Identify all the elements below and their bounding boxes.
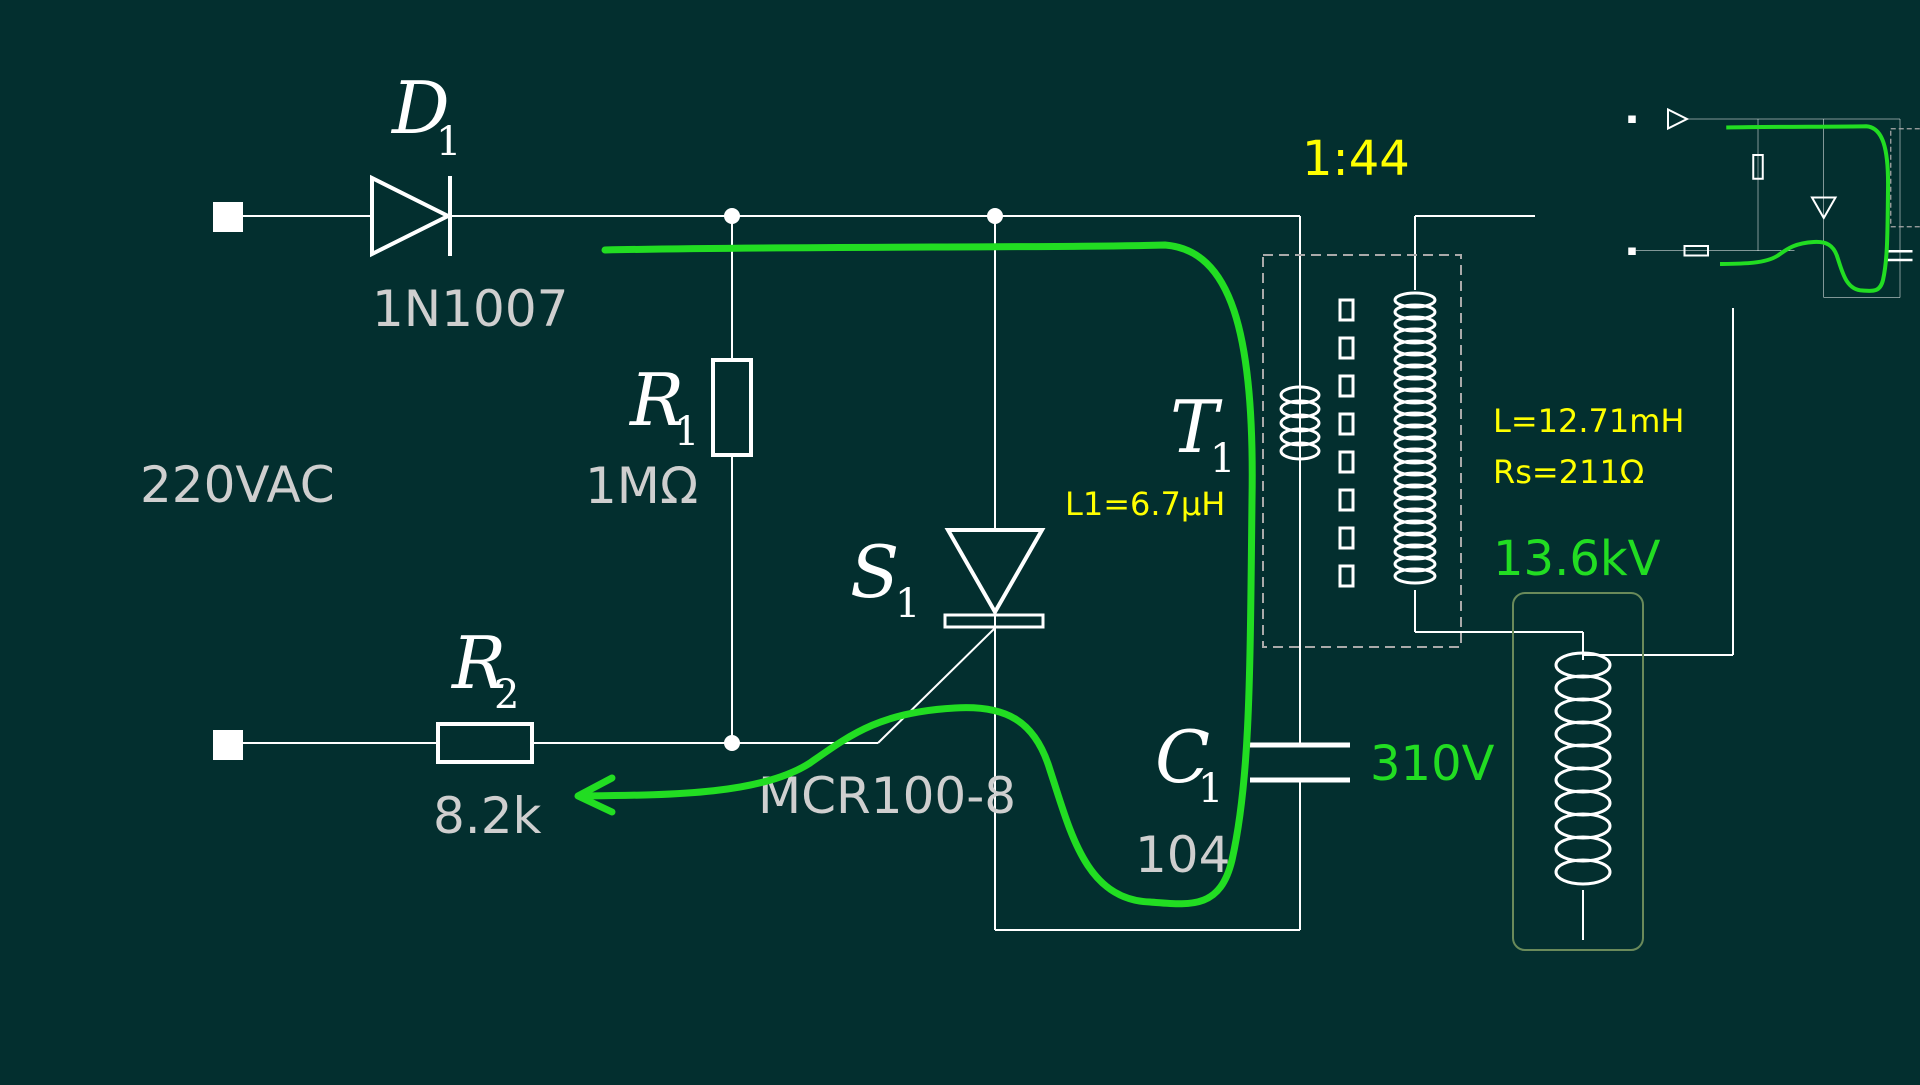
- coil-turn: [1393, 375, 1437, 393]
- coil-turn: [1554, 835, 1612, 863]
- r2-label: R: [450, 621, 506, 705]
- output-coil: [1554, 651, 1612, 886]
- secondary-inductance: L=12.71mH: [1493, 402, 1684, 440]
- coil-turn: [1393, 483, 1437, 501]
- coil-turn: [1554, 720, 1612, 748]
- capacitor-c1: [1250, 742, 1350, 783]
- secondary-coil: [1393, 291, 1437, 585]
- transformer-core: [1338, 298, 1355, 588]
- coil-turn: [1393, 555, 1437, 573]
- coil-turn: [1393, 507, 1437, 525]
- coil-turn: [1393, 531, 1437, 549]
- thumbnail-preview: [1628, 107, 1920, 298]
- resistor-r1: [711, 358, 753, 457]
- coil-turn: [1393, 447, 1437, 465]
- coil-turn: [1554, 674, 1612, 702]
- source-label: 220VAC: [140, 456, 335, 514]
- coil-turn: [1393, 351, 1437, 369]
- scr-s1: [943, 528, 1046, 629]
- coil-turn: [1279, 427, 1321, 447]
- coil-turn: [1393, 471, 1437, 489]
- coil-turn: [1393, 387, 1437, 405]
- r1-label: R: [628, 358, 684, 442]
- coil-turn: [1554, 766, 1612, 794]
- s1-label: S: [850, 530, 899, 614]
- coil-turn: [1554, 743, 1612, 771]
- junction-dot: [724, 208, 740, 224]
- coil-turn: [1393, 315, 1437, 333]
- current-path-arrowhead: [574, 774, 616, 816]
- coil-turn: [1393, 363, 1437, 381]
- t1-l1-value: L1=6.7μH: [1065, 485, 1225, 523]
- coil-turn: [1393, 567, 1437, 585]
- coil-turn: [1393, 459, 1437, 477]
- resistor-r2: [436, 722, 534, 764]
- diode-d1: [370, 174, 453, 258]
- coil-turn: [1393, 495, 1437, 513]
- secondary-resistance: Rs=211Ω: [1493, 453, 1644, 491]
- r2-subscript: 2: [494, 672, 519, 718]
- input-terminal-top: [213, 202, 243, 232]
- coil-turn: [1279, 413, 1321, 433]
- coil-turn: [1393, 291, 1437, 309]
- d1-part-number: 1N1007: [372, 280, 568, 338]
- transformer-core-box: [1262, 254, 1462, 648]
- r2-value: 8.2k: [433, 787, 542, 845]
- coil-turn: [1393, 423, 1437, 441]
- s1-subscript: 1: [895, 581, 920, 627]
- t1-subscript: 1: [1210, 436, 1235, 482]
- coil-turn: [1393, 411, 1437, 429]
- coil-turn: [1393, 339, 1437, 357]
- d1-subscript: 1: [436, 119, 461, 165]
- c1-label: C: [1155, 715, 1210, 799]
- output-coil-box: [1512, 592, 1644, 951]
- input-terminal-bottom: [213, 730, 243, 760]
- coil-turn: [1393, 303, 1437, 321]
- turns-ratio: 1:44: [1302, 131, 1410, 187]
- current-path: [576, 241, 1256, 908]
- output-voltage: 13.6kV: [1493, 531, 1661, 587]
- c1-subscript: 1: [1198, 766, 1223, 812]
- coil-turn: [1393, 543, 1437, 561]
- junction-dot: [724, 735, 740, 751]
- d1-label: D: [390, 66, 450, 150]
- wires: [243, 215, 1734, 940]
- coil-turn: [1279, 385, 1321, 405]
- coil-turn: [1393, 399, 1437, 417]
- t1-label: T: [1170, 385, 1223, 469]
- r1-subscript: 1: [674, 409, 699, 455]
- c1-voltage: 310V: [1370, 736, 1495, 792]
- s1-part-number: MCR100-8: [758, 767, 1016, 825]
- c1-code: 104: [1135, 826, 1230, 884]
- coil-turn: [1554, 789, 1612, 817]
- r1-value: 1MΩ: [585, 457, 698, 515]
- primary-coil: [1279, 385, 1321, 461]
- coil-turn: [1554, 697, 1612, 725]
- coil-turn: [1393, 435, 1437, 453]
- coil-turn: [1554, 858, 1612, 886]
- coil-turn: [1393, 327, 1437, 345]
- coil-turn: [1554, 812, 1612, 840]
- coil-turn: [1279, 399, 1321, 419]
- coil-turn: [1393, 519, 1437, 537]
- coil-turn: [1279, 441, 1321, 461]
- junction-dot: [987, 208, 1003, 224]
